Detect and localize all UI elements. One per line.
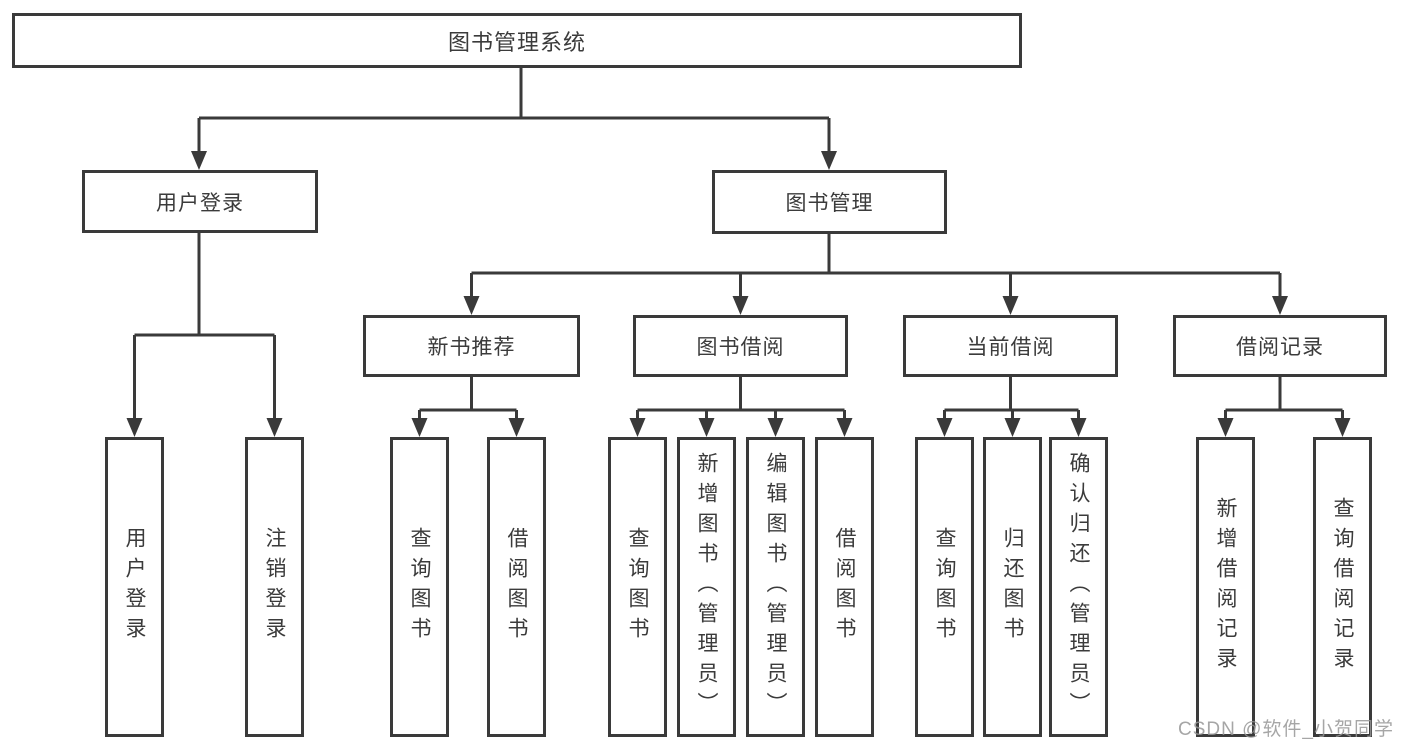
node-library-system: 图书管理系统 bbox=[12, 13, 1022, 68]
leaf-borrow-books-borrowing: 借阅图书 bbox=[815, 437, 874, 737]
leaf-query-books-borrowing: 查询图书 bbox=[608, 437, 667, 737]
node-label: 编辑图书（管理员） bbox=[764, 452, 787, 722]
leaf-user-login: 用户登录 bbox=[105, 437, 164, 737]
leaf-confirm-return-admin: 确认归还（管理员） bbox=[1049, 437, 1108, 737]
leaf-query-borrow-record: 查询借阅记录 bbox=[1313, 437, 1372, 737]
node-label: 借阅记录 bbox=[1236, 336, 1324, 359]
node-label: 用户登录 bbox=[156, 191, 244, 215]
node-user-login: 用户登录 bbox=[82, 170, 318, 233]
node-label: 新增图书（管理员） bbox=[695, 452, 718, 722]
leaf-query-books-recommend: 查询图书 bbox=[390, 437, 449, 737]
node-label: 新书推荐 bbox=[427, 336, 516, 359]
node-label: 归还图书 bbox=[1001, 527, 1024, 647]
node-new-book-recommendation: 新书推荐 bbox=[363, 315, 580, 377]
leaf-logout: 注销登录 bbox=[245, 437, 304, 737]
csdn-watermark: CSDN @软件_小贺同学 bbox=[1178, 719, 1394, 740]
node-book-management: 图书管理 bbox=[712, 170, 947, 234]
leaf-query-books-current: 查询图书 bbox=[915, 437, 974, 737]
leaf-borrow-books-recommend: 借阅图书 bbox=[487, 437, 546, 737]
node-label: 查询图书 bbox=[408, 527, 431, 647]
node-label: 图书借阅 bbox=[696, 336, 785, 359]
node-current-borrowing: 当前借阅 bbox=[903, 315, 1118, 377]
node-label: 图书管理 bbox=[785, 192, 874, 215]
node-label: 借阅图书 bbox=[833, 527, 856, 647]
leaf-return-book: 归还图书 bbox=[983, 437, 1042, 737]
node-label: 查询图书 bbox=[933, 527, 956, 647]
leaf-add-book-admin: 新增图书（管理员） bbox=[677, 437, 736, 737]
leaf-add-borrow-record: 新增借阅记录 bbox=[1196, 437, 1255, 737]
node-label: 新增借阅记录 bbox=[1214, 497, 1237, 677]
leaf-edit-book-admin: 编辑图书（管理员） bbox=[746, 437, 805, 737]
node-label: 用户登录 bbox=[123, 527, 146, 647]
node-borrowing-records: 借阅记录 bbox=[1173, 315, 1387, 377]
node-label: 当前借阅 bbox=[966, 336, 1055, 359]
node-label: 确认归还（管理员） bbox=[1067, 452, 1090, 722]
node-label: 注销登录 bbox=[263, 527, 286, 647]
node-label: 查询图书 bbox=[626, 527, 649, 647]
node-label: 图书管理系统 bbox=[447, 29, 586, 55]
node-label: 查询借阅记录 bbox=[1331, 497, 1354, 677]
node-book-borrowing: 图书借阅 bbox=[633, 315, 848, 377]
node-label: 借阅图书 bbox=[505, 527, 528, 647]
